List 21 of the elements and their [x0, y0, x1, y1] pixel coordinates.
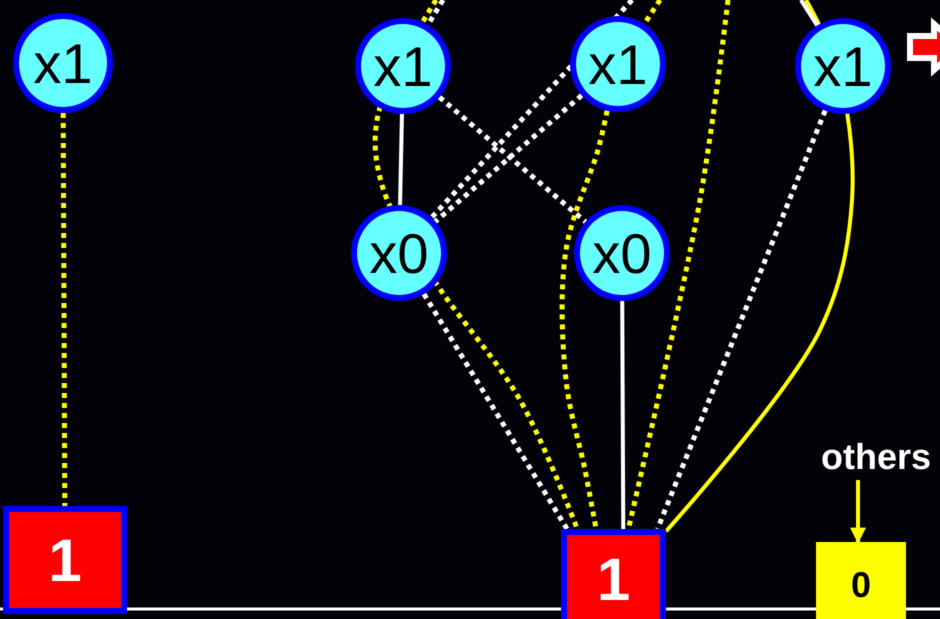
- connector-line: [799, 0, 819, 27]
- terminal-box: [816, 542, 906, 619]
- node-label: others: [812, 434, 940, 480]
- node-label: x0: [369, 220, 429, 286]
- node-label: 1: [596, 544, 630, 614]
- node-label: x1: [588, 32, 648, 96]
- node-label: x0: [592, 220, 652, 286]
- connector-line: [560, 110, 610, 530]
- terminal-box: [561, 529, 666, 619]
- connector-line: [398, 114, 404, 206]
- connector-line: [422, 292, 570, 530]
- arrow: [850, 480, 866, 544]
- node-label: x1: [373, 34, 433, 98]
- connector-line: [655, 110, 828, 530]
- connector-line: [620, 301, 626, 529]
- node-label: x1: [33, 30, 93, 96]
- node-label: 0: [850, 564, 872, 606]
- node-label: x1: [813, 34, 873, 98]
- node-label: 1: [48, 526, 82, 594]
- connector-line: [60, 112, 68, 506]
- terminal-box: [3, 506, 127, 614]
